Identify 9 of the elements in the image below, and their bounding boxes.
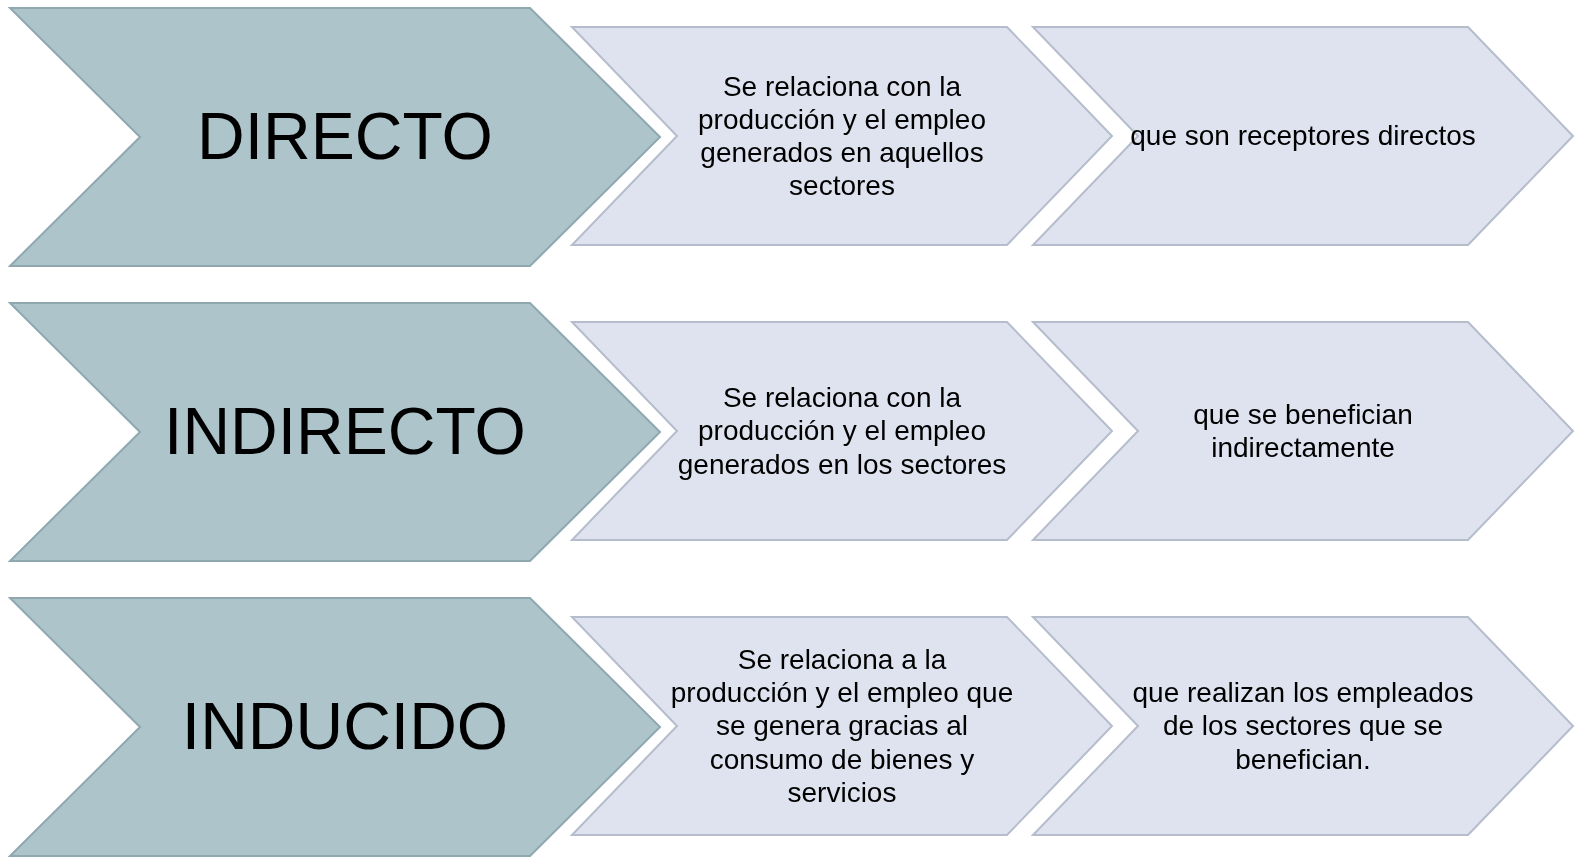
description-text: que se benefician indirectamente: [1192, 397, 1414, 465]
category-heading: INDUCIDO: [181, 688, 509, 766]
category-heading: INDIRECTO: [164, 393, 526, 471]
description-text: Se relaciona a la producción y el empleo que se genera gracias al consumo de bienes y servicios: [669, 643, 1015, 809]
description-text: Se relaciona con la producción y el empleo generados en los sectores: [676, 381, 1008, 481]
category-heading: DIRECTO: [197, 98, 493, 176]
description-text: que realizan los empleados de los sectores que se benefician.: [1131, 676, 1475, 776]
description-text: Se relaciona con la producción y el empleo generados en aquellos sectores: [697, 69, 987, 203]
description-text: que son receptores directos: [1130, 119, 1476, 153]
